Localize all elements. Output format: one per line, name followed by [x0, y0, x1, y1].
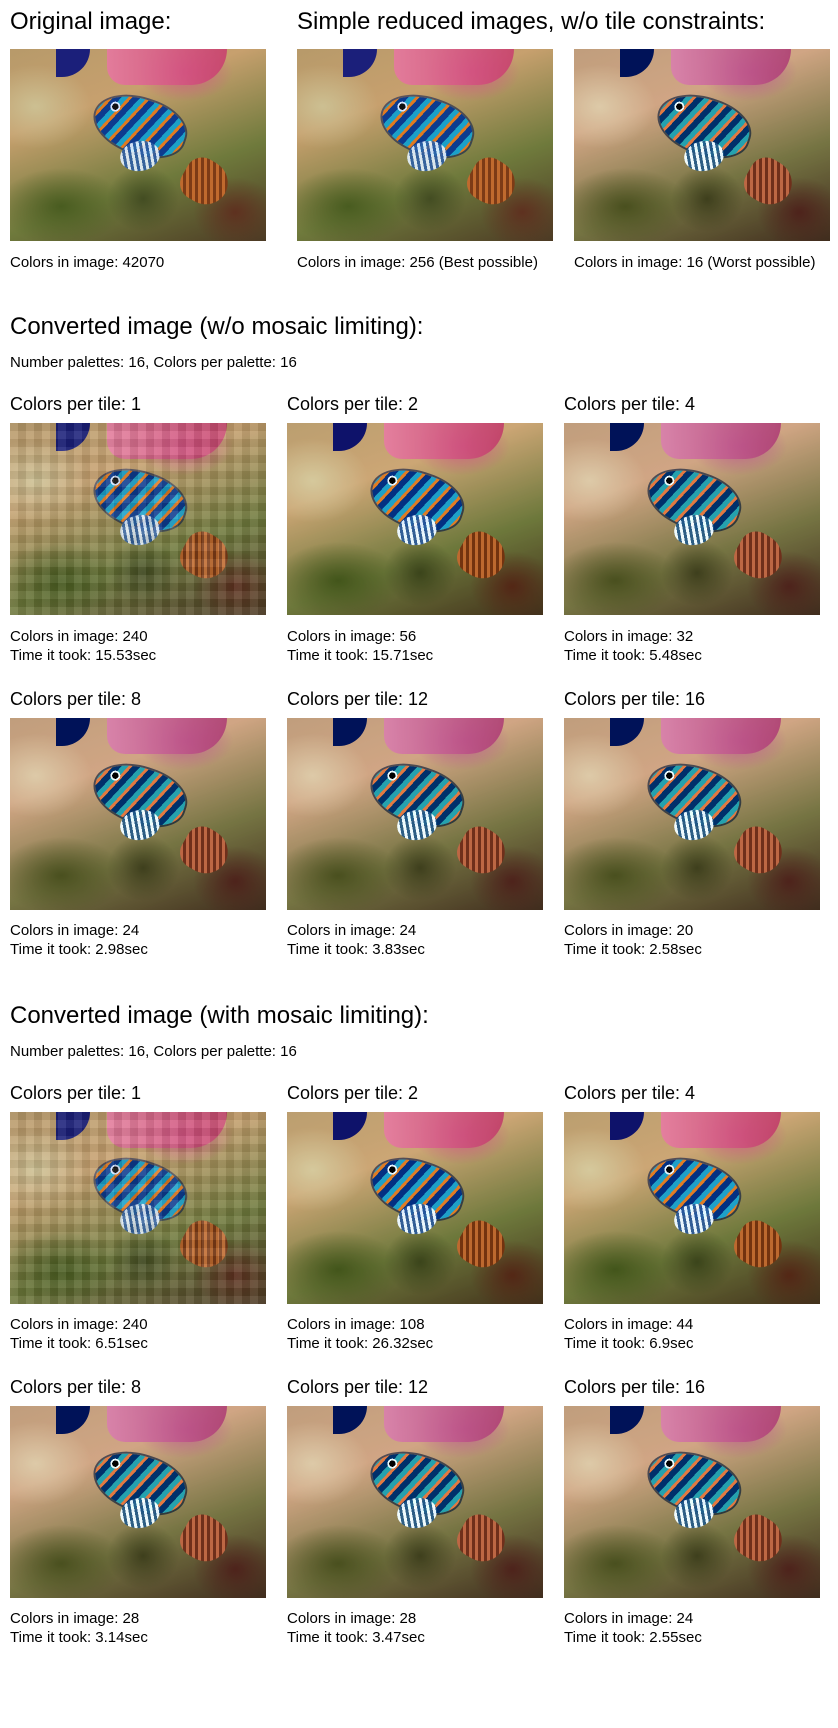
- time-caption: Time it took: 26.32sec: [287, 1335, 434, 1352]
- colors-caption: Colors in image: 28: [287, 1610, 417, 1627]
- time-caption: Time it took: 3.83sec: [287, 941, 425, 958]
- best-reduced-fish-image: [297, 49, 553, 241]
- colors-caption: Colors in image: 24: [564, 1610, 694, 1627]
- original-heading: Original image:: [10, 8, 172, 35]
- time-caption: Time it took: 3.47sec: [287, 1629, 425, 1646]
- colors-caption: Colors in image: 108: [287, 1316, 425, 1333]
- converted-fish-image: [287, 1112, 543, 1304]
- time-caption: Time it took: 6.51sec: [10, 1335, 148, 1352]
- colors-caption: Colors in image: 24: [287, 922, 417, 939]
- colors-caption: Colors in image: 44: [564, 1316, 694, 1333]
- tile-title: Colors per tile: 8: [10, 689, 142, 709]
- tile-title: Colors per tile: 1: [10, 394, 142, 414]
- colors-caption: Colors in image: 20: [564, 922, 694, 939]
- time-caption: Time it took: 3.14sec: [10, 1629, 148, 1646]
- converted-fish-image: [564, 423, 820, 615]
- tile-title: Colors per tile: 4: [564, 1083, 696, 1103]
- original-colors-caption: Colors in image: 42070: [10, 254, 165, 271]
- converted-fish-image: [10, 423, 266, 615]
- time-caption: Time it took: 2.98sec: [10, 941, 148, 958]
- converted-fish-image: [287, 1406, 543, 1598]
- tile-title: Colors per tile: 12: [287, 1377, 429, 1397]
- colors-caption: Colors in image: 240: [10, 1316, 148, 1333]
- colors-caption: Colors in image: 32: [564, 628, 694, 645]
- converted-fish-image: [10, 1406, 266, 1598]
- tile-title: Colors per tile: 2: [287, 1083, 419, 1103]
- section-heading-with-mosaic: Converted image (with mosaic limiting):: [10, 1002, 429, 1029]
- tile-title: Colors per tile: 8: [10, 1377, 142, 1397]
- converted-fish-image: [564, 1112, 820, 1304]
- converted-fish-image: [287, 423, 543, 615]
- time-caption: Time it took: 2.58sec: [564, 941, 702, 958]
- converted-fish-image: [287, 718, 543, 910]
- time-caption: Time it took: 15.71sec: [287, 647, 434, 664]
- colors-caption: Colors in image: 28: [10, 1610, 140, 1627]
- colors-caption: Colors in image: 240: [10, 628, 148, 645]
- tile-title: Colors per tile: 16: [564, 1377, 706, 1397]
- converted-fish-image: [10, 1112, 266, 1304]
- time-caption: Time it took: 5.48sec: [564, 647, 702, 664]
- time-caption: Time it took: 15.53sec: [10, 647, 157, 664]
- tile-title: Colors per tile: 2: [287, 394, 419, 414]
- simple-reduced-heading: Simple reduced images, w/o tile constrai…: [297, 8, 766, 35]
- colors-caption: Colors in image: 56: [287, 628, 417, 645]
- converted-fish-image: [10, 718, 266, 910]
- tile-title: Colors per tile: 16: [564, 689, 706, 709]
- time-caption: Time it took: 6.9sec: [564, 1335, 694, 1352]
- colors-caption: Colors in image: 24: [10, 922, 140, 939]
- tile-title: Colors per tile: 12: [287, 689, 429, 709]
- converted-fish-image: [564, 718, 820, 910]
- section-subheading-with-mosaic: Number palettes: 16, Colors per palette:…: [10, 1043, 297, 1060]
- section-subheading-without-mosaic: Number palettes: 16, Colors per palette:…: [10, 354, 297, 371]
- section-heading-without-mosaic: Converted image (w/o mosaic limiting):: [10, 313, 424, 340]
- time-caption: Time it took: 2.55sec: [564, 1629, 702, 1646]
- tile-title: Colors per tile: 1: [10, 1083, 142, 1103]
- best-colors-caption: Colors in image: 256 (Best possible): [297, 254, 538, 271]
- worst-reduced-fish-image: [574, 49, 830, 241]
- original-fish-image: [10, 49, 266, 241]
- converted-fish-image: [564, 1406, 820, 1598]
- worst-colors-caption: Colors in image: 16 (Worst possible): [574, 254, 816, 271]
- tile-title: Colors per tile: 4: [564, 394, 696, 414]
